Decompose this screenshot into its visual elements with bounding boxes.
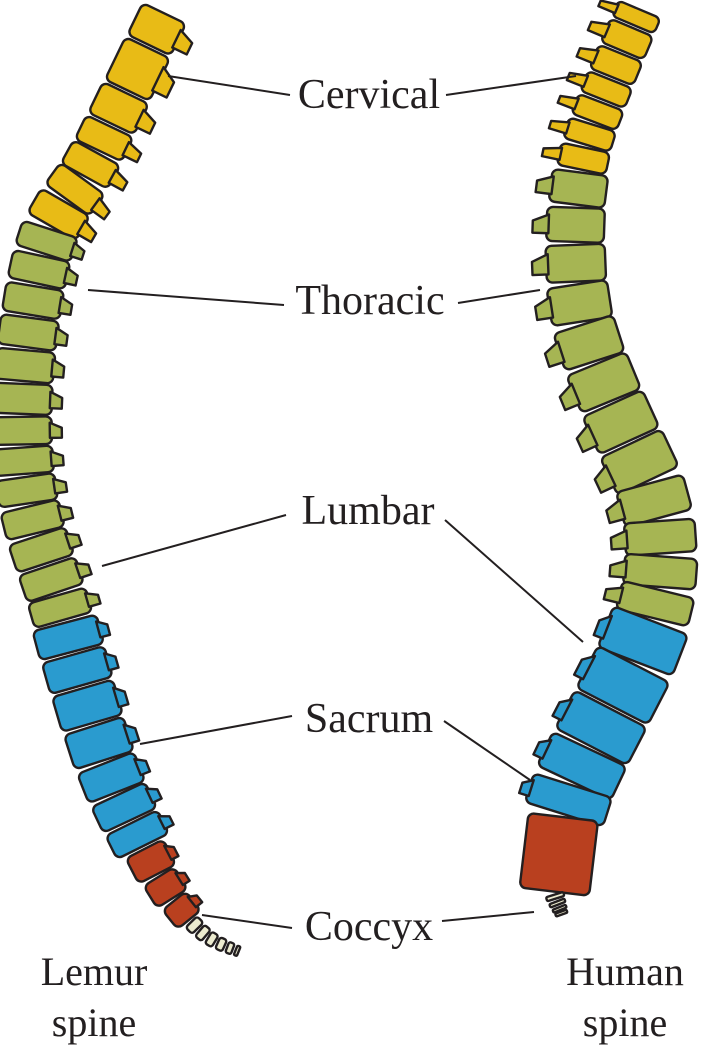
coccyx-vertebra	[548, 897, 567, 909]
leader-sacrum-lemur	[139, 715, 293, 745]
caption-lemur-line2: spine	[52, 1000, 136, 1045]
captions: Lemur spine Human spine	[41, 949, 684, 1045]
thoracic-vertebra	[609, 517, 698, 557]
thoracic-vertebra	[8, 527, 83, 573]
label-thoracic: Thoracic	[295, 278, 444, 324]
thoracic-vertebra	[530, 242, 608, 284]
coccyx-vertebra	[232, 944, 242, 957]
lumbar-vertebra	[572, 646, 669, 724]
lumbar-vertebra	[551, 691, 646, 765]
cervical-vertebra	[597, 0, 661, 34]
lumbar-vertebra	[532, 732, 626, 800]
cervical-vertebra	[575, 45, 642, 86]
label-lumbar: Lumbar	[302, 488, 435, 534]
leader-thoracic-lemur	[87, 289, 285, 306]
coccyx-vertebra	[551, 903, 568, 914]
leader-cervical-lemur	[167, 75, 291, 96]
coccyx-vertebra	[224, 941, 236, 955]
leader-lines	[87, 75, 584, 929]
thoracic-vertebra	[15, 220, 86, 262]
label-cervical: Cervical	[298, 72, 440, 118]
coccyx-vertebra	[554, 908, 569, 918]
thoracic-vertebra	[593, 429, 678, 495]
coccyx-vertebra	[194, 924, 211, 942]
thoracic-vertebra	[7, 249, 79, 290]
sacrum-vertebra	[519, 812, 599, 897]
region-labels: Cervical Thoracic Lumbar Sacrum Coccyx	[295, 72, 444, 950]
lumbar-vertebra	[64, 716, 141, 770]
thoracic-vertebra	[0, 313, 69, 352]
cervical-vertebra	[89, 82, 157, 135]
coccyx-vertebra	[185, 916, 204, 934]
thoracic-vertebra	[543, 315, 625, 371]
cervical-vertebra	[46, 163, 111, 221]
cervical-vertebra	[547, 117, 616, 152]
lumbar-vertebra	[592, 606, 688, 676]
caption-human-line2: spine	[583, 1000, 667, 1045]
thoracic-vertebra	[0, 381, 64, 417]
thoracic-vertebra	[27, 587, 102, 628]
lumbar-vertebra	[52, 679, 130, 732]
lumbar-vertebra	[42, 646, 120, 694]
cervical-vertebra	[565, 71, 632, 108]
leader-sacrum-human	[443, 720, 531, 781]
cervical-vertebra	[128, 3, 194, 56]
cervical-vertebra	[28, 189, 98, 244]
sacrum-vertebra	[163, 892, 204, 928]
thoracic-vertebra	[0, 499, 75, 541]
thoracic-vertebra	[608, 552, 699, 591]
lumbar-vertebra	[517, 773, 612, 827]
caption-lemur-line1: Lemur	[41, 949, 148, 994]
lumbar-vertebra	[92, 782, 163, 833]
lumbar-vertebra	[32, 614, 112, 661]
cervical-vertebra	[75, 115, 143, 164]
coccyx-vertebra	[214, 936, 228, 952]
coccyx-vertebra	[204, 931, 219, 948]
cervical-vertebra	[586, 19, 653, 60]
leader-coccyx-lemur	[201, 914, 293, 929]
thoracic-vertebra	[531, 205, 606, 244]
thoracic-vertebra	[602, 580, 695, 627]
label-sacrum: Sacrum	[305, 696, 434, 742]
thoracic-vertebra	[0, 444, 65, 477]
leader-thoracic-human	[457, 289, 541, 304]
thoracic-vertebra	[533, 279, 613, 327]
thoracic-vertebra	[534, 168, 609, 209]
thoracic-vertebra	[0, 346, 66, 385]
cervical-vertebra	[61, 141, 129, 192]
cervical-vertebra	[105, 37, 176, 101]
human-spine	[517, 0, 699, 918]
thoracic-vertebra	[605, 474, 692, 527]
leader-coccyx-human	[441, 911, 535, 922]
lumbar-vertebra	[77, 752, 152, 803]
cervical-vertebra	[540, 142, 611, 175]
coccyx-vertebra	[545, 891, 566, 903]
thoracic-vertebra	[0, 415, 64, 447]
leader-lumbar-human	[444, 519, 584, 643]
lumbar-vertebra	[106, 810, 175, 859]
caption-human-line1: Human	[566, 949, 684, 994]
cervical-vertebra	[556, 94, 624, 131]
leader-cervical-human	[445, 75, 577, 96]
sacrum-vertebra	[126, 840, 180, 883]
thoracic-vertebra	[18, 557, 93, 602]
thoracic-vertebra	[558, 352, 641, 413]
thoracic-vertebra	[1, 281, 74, 320]
thoracic-vertebra	[0, 472, 69, 509]
label-coccyx: Coccyx	[305, 904, 433, 950]
thoracic-vertebra	[575, 390, 659, 454]
leader-lumbar-lemur	[101, 514, 287, 567]
sacrum-vertebra	[144, 868, 191, 907]
lemur-spine	[0, 3, 242, 957]
